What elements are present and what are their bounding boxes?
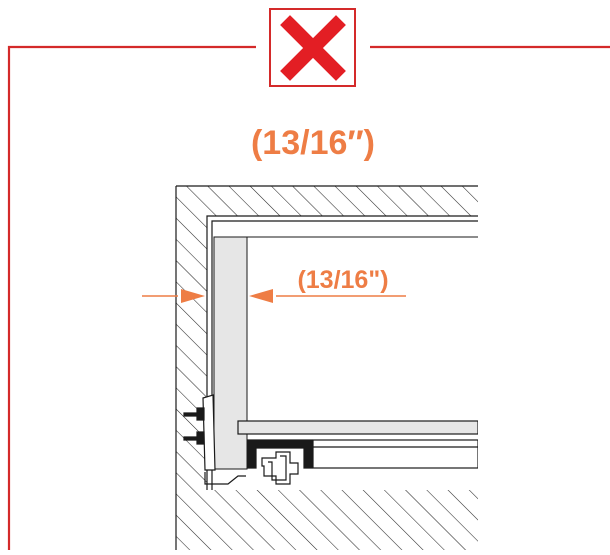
dimension-arrows — [142, 289, 406, 303]
heading-label: (13/16″) — [251, 124, 375, 162]
door-panel — [213, 236, 248, 470]
red-frame — [7, 45, 610, 550]
drawer-bottom-panel — [237, 420, 478, 435]
slide-rail — [247, 439, 478, 485]
hinge-bracket — [183, 394, 246, 485]
cabinet-wall-hatch — [176, 186, 478, 550]
x-mark-icon — [269, 8, 356, 87]
dimension-label: (13/16") — [297, 266, 388, 294]
